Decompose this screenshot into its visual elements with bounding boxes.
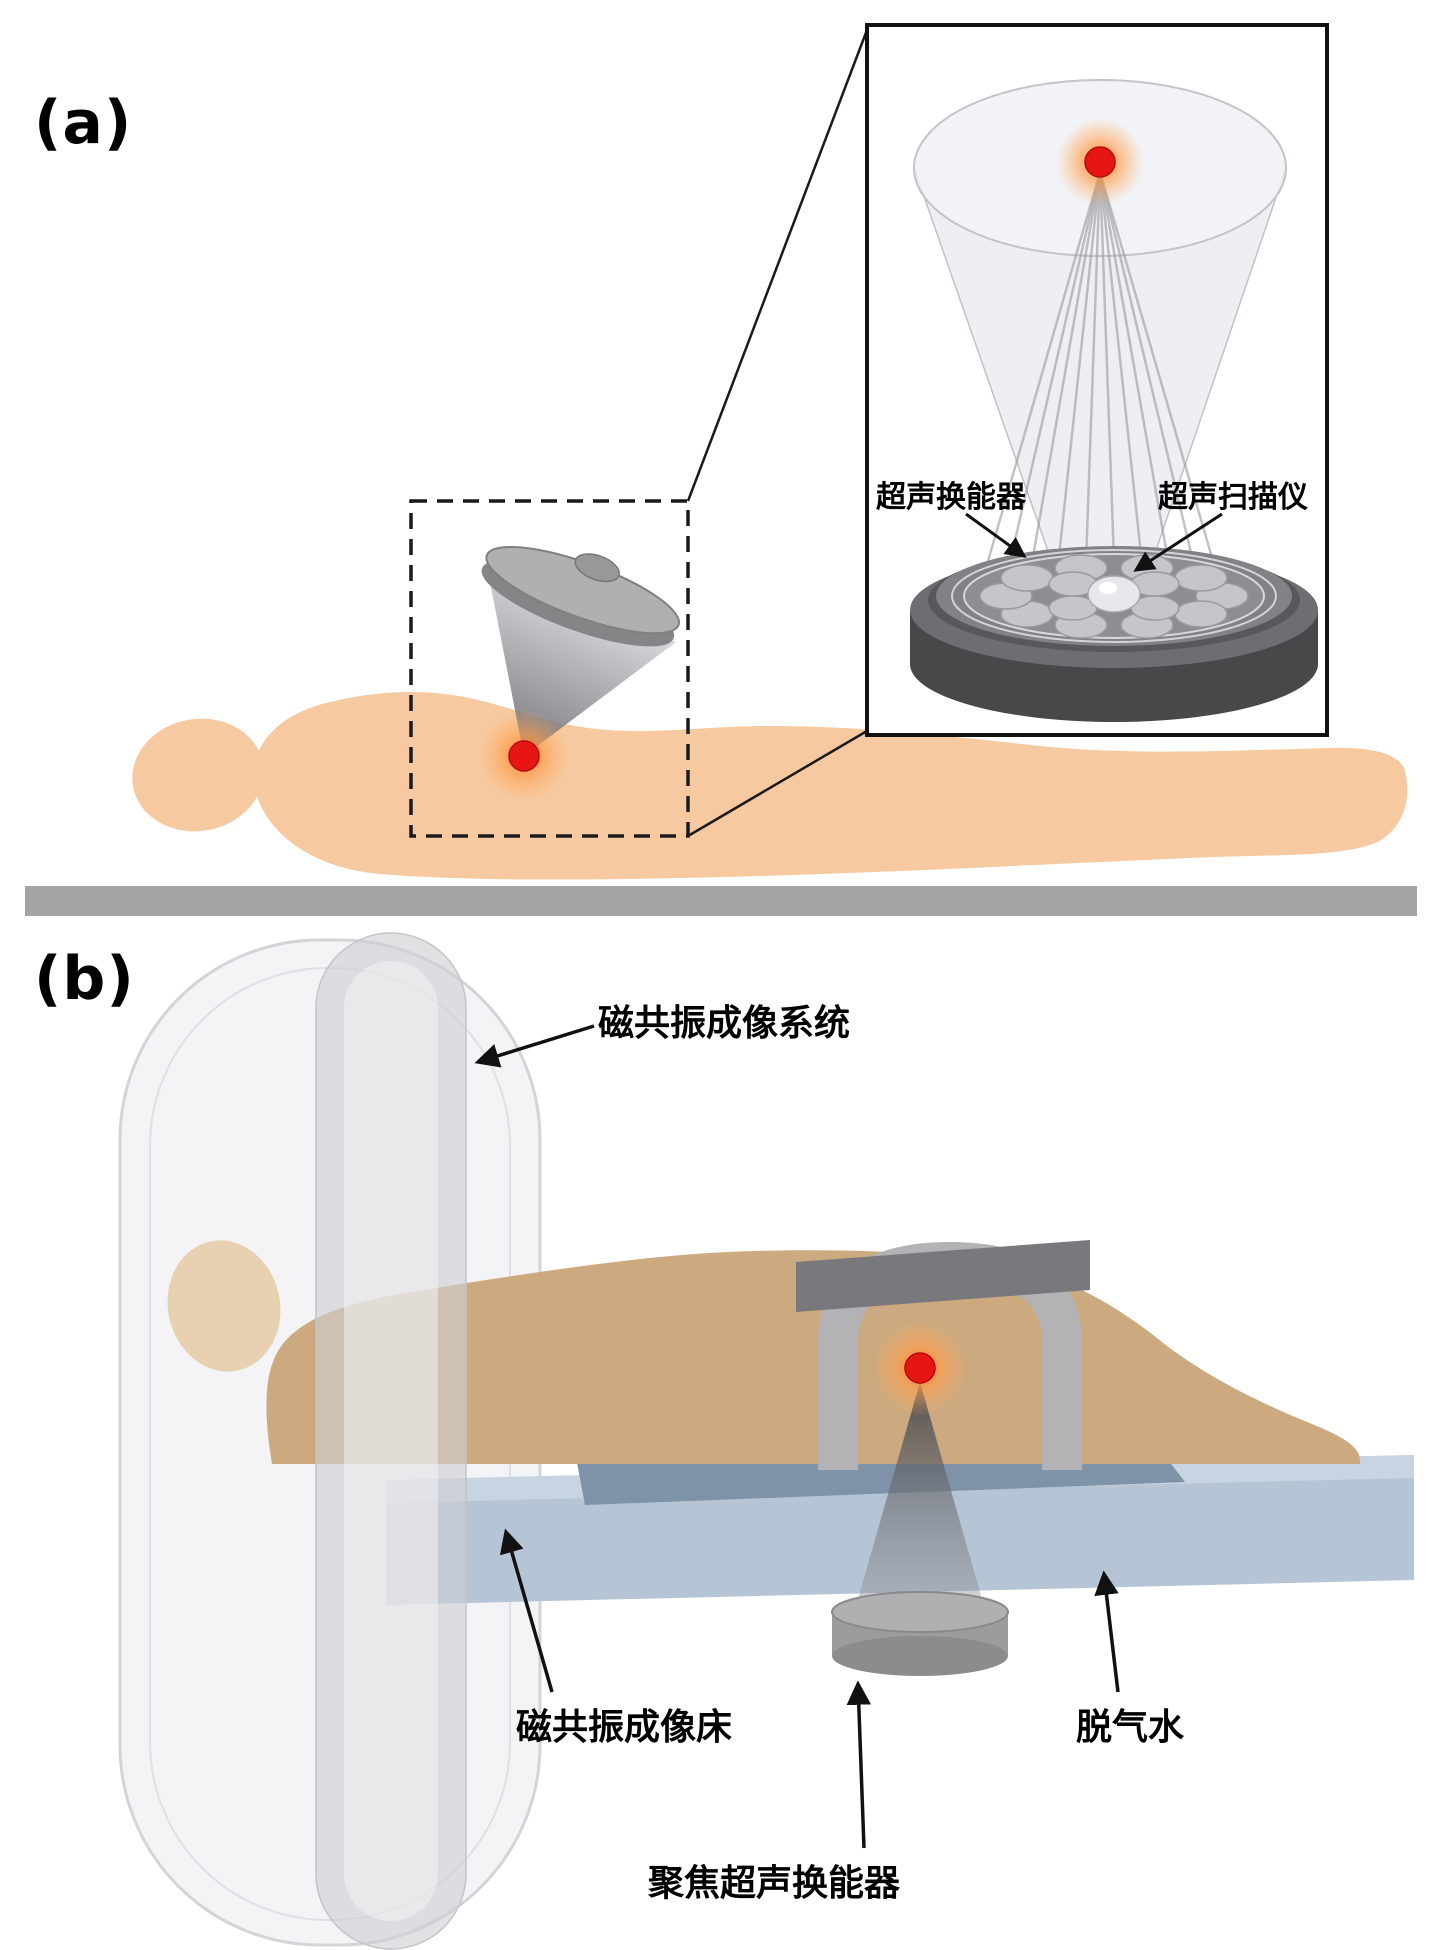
scanner-dome xyxy=(1087,575,1141,613)
disc-rim-highlight xyxy=(951,549,1277,643)
gantry-ring-inner xyxy=(344,961,438,1921)
inset-scanner-label: 超声扫描仪 xyxy=(1158,480,1308,515)
mri-gantry-ring xyxy=(315,932,467,1950)
array-elements xyxy=(979,554,1249,639)
dashed-roi-box xyxy=(409,499,690,838)
array-element xyxy=(1174,564,1228,592)
transducer-array-disc xyxy=(910,546,1318,722)
acoustic-cone-a xyxy=(488,572,676,756)
mri-bed-label: 磁共振成像床 xyxy=(516,1707,733,1748)
focused-ultrasound-transducer xyxy=(831,1591,1009,1676)
focused-transducer-label: 聚焦超声换能器 xyxy=(648,1863,901,1904)
patient-head-b xyxy=(167,1240,281,1372)
arrow-to-scanner xyxy=(1133,512,1223,572)
acoustic-cone-b xyxy=(856,1382,984,1606)
clamp-top-plate xyxy=(796,1240,1090,1312)
array-element xyxy=(1174,600,1228,628)
degassed-water-label: 脱气水 xyxy=(1076,1707,1185,1748)
array-element xyxy=(1000,564,1054,592)
inset-panel xyxy=(865,23,1329,737)
arrow-to-mri-bed xyxy=(499,1528,554,1693)
arrow-to-mri-system xyxy=(474,1024,595,1068)
ultrasound-beams xyxy=(976,171,1224,597)
patient-body-b xyxy=(266,1250,1361,1464)
panel-b-letter: (b) xyxy=(34,944,135,1014)
transducer-clamp xyxy=(796,1240,1090,1470)
arrow-to-degassed-water xyxy=(1094,1570,1120,1693)
scanner-dome-highlight xyxy=(1099,582,1117,594)
focal-spot-b xyxy=(904,1352,936,1384)
callout-line-bottom xyxy=(687,729,868,838)
treatment-table xyxy=(25,886,1417,916)
arrow-to-fus-transducer xyxy=(846,1680,872,1849)
fus-transducer-bottom xyxy=(832,1636,1008,1676)
patient-head-a xyxy=(132,718,264,832)
mri-system-label: 磁共振成像系统 xyxy=(598,1003,851,1044)
transducer-knob xyxy=(574,553,620,583)
patient-silhouette-prone xyxy=(167,1240,1361,1464)
callout-line-top xyxy=(686,29,869,502)
inset-transducer-label: 超声换能器 xyxy=(876,480,1026,515)
fus-transducer-top xyxy=(831,1591,1009,1633)
inset-focal-spot xyxy=(1084,146,1116,178)
handheld-transducer xyxy=(481,545,680,647)
panel-a-letter: (a) xyxy=(34,88,133,158)
arrow-to-array-elements xyxy=(965,512,1027,558)
focal-spot-a xyxy=(508,740,540,772)
